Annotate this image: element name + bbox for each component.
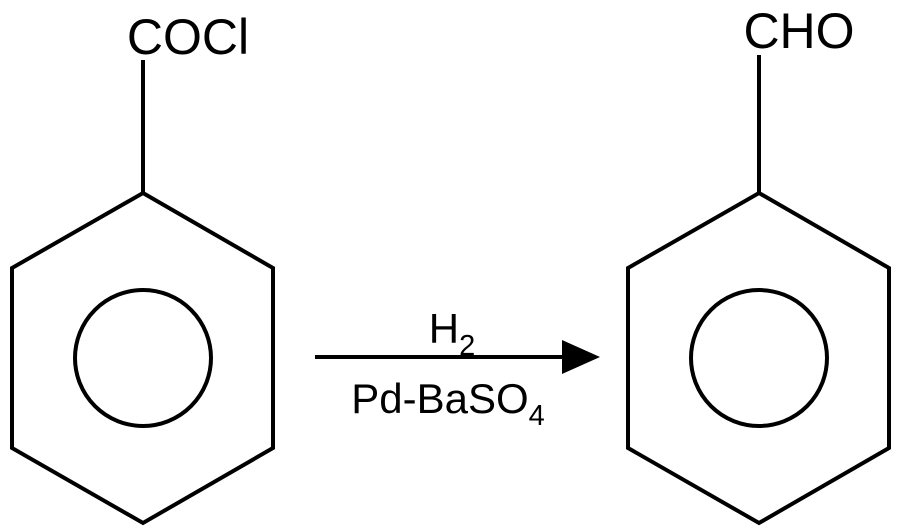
product-benzene-ring	[626, 190, 891, 526]
reactant-aromatic-circle	[73, 288, 213, 428]
reaction-arrow-group: H2 Pd-BaSO4	[315, 305, 600, 432]
reaction-arrow-head	[562, 340, 600, 374]
reactant-group-label: COCl	[127, 9, 249, 65]
reactant-benzene-ring	[10, 190, 275, 526]
reactant-molecule: COCl	[10, 9, 275, 526]
reagent-below-arrow: Pd-BaSO4	[351, 375, 545, 432]
product-group-label: CHO	[743, 3, 854, 59]
product-molecule: CHO	[626, 3, 891, 526]
product-aromatic-circle	[689, 288, 829, 428]
reagent-above-arrow: H2	[429, 305, 475, 362]
